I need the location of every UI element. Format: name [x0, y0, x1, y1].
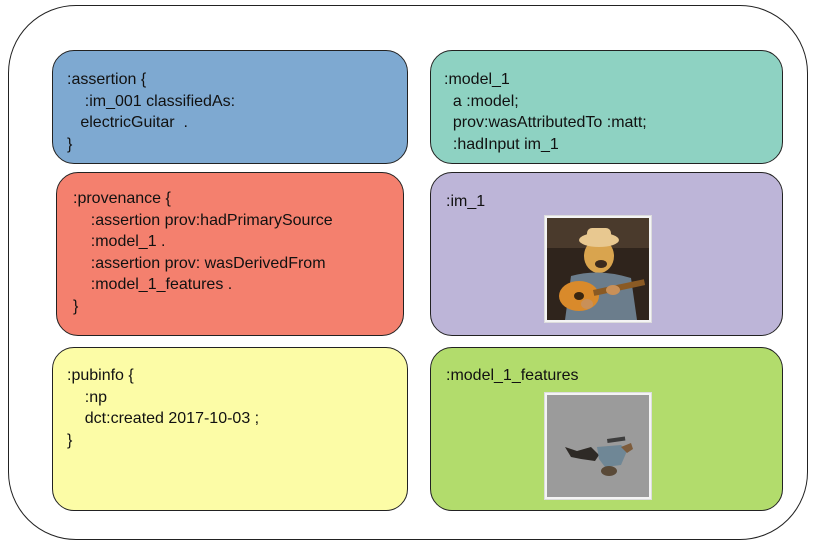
provenance-line: :model_1 . — [73, 233, 166, 250]
feature-map-image — [545, 393, 651, 499]
image-card: :im_1 — [430, 172, 783, 336]
provenance-line: :model_1_features . — [73, 276, 233, 293]
provenance-line: :provenance { — [73, 190, 171, 207]
dog-guitar-image — [545, 216, 651, 322]
outer-frame: :assertion { :im_001 classifiedAs: elect… — [8, 5, 808, 540]
pubinfo-line: dct:created 2017-10-03 ; — [67, 410, 260, 427]
assertion-line: :assertion { — [67, 71, 147, 88]
assertion-line: } — [67, 135, 73, 153]
provenance-card: :provenance { :assertion prov:hadPrimary… — [56, 172, 404, 336]
provenance-line: :assertion prov: wasDerivedFrom — [73, 254, 326, 272]
provenance-line: :assertion prov:hadPrimarySource — [73, 211, 333, 229]
provenance-line: } — [73, 297, 79, 315]
pubinfo-line: :pubinfo { — [67, 367, 134, 384]
model-line: prov:wasAttributedTo :matt; — [444, 114, 647, 131]
image-card-title: :im_1 — [446, 193, 486, 210]
pubinfo-line: } — [67, 431, 73, 449]
features-card-title: :model_1_features — [446, 367, 579, 384]
model-line: :hadInput im_1 — [444, 135, 559, 153]
assertion-line: electricGuitar . — [67, 114, 188, 131]
dog-guitar-illustration — [547, 218, 649, 320]
feature-map-illustration — [547, 395, 649, 497]
model-line: a :model; — [444, 92, 519, 110]
pubinfo-line: :np — [67, 388, 108, 406]
model-card: :model_1 a :model; prov:wasAttributedTo … — [430, 50, 783, 164]
assertion-card: :assertion { :im_001 classifiedAs: elect… — [52, 50, 408, 164]
pubinfo-card: :pubinfo { :np dct:created 2017-10-03 ; … — [52, 347, 408, 511]
model-line: :model_1 — [444, 71, 510, 88]
features-card: :model_1_features — [430, 347, 783, 511]
assertion-line: :im_001 classifiedAs: — [67, 92, 236, 110]
